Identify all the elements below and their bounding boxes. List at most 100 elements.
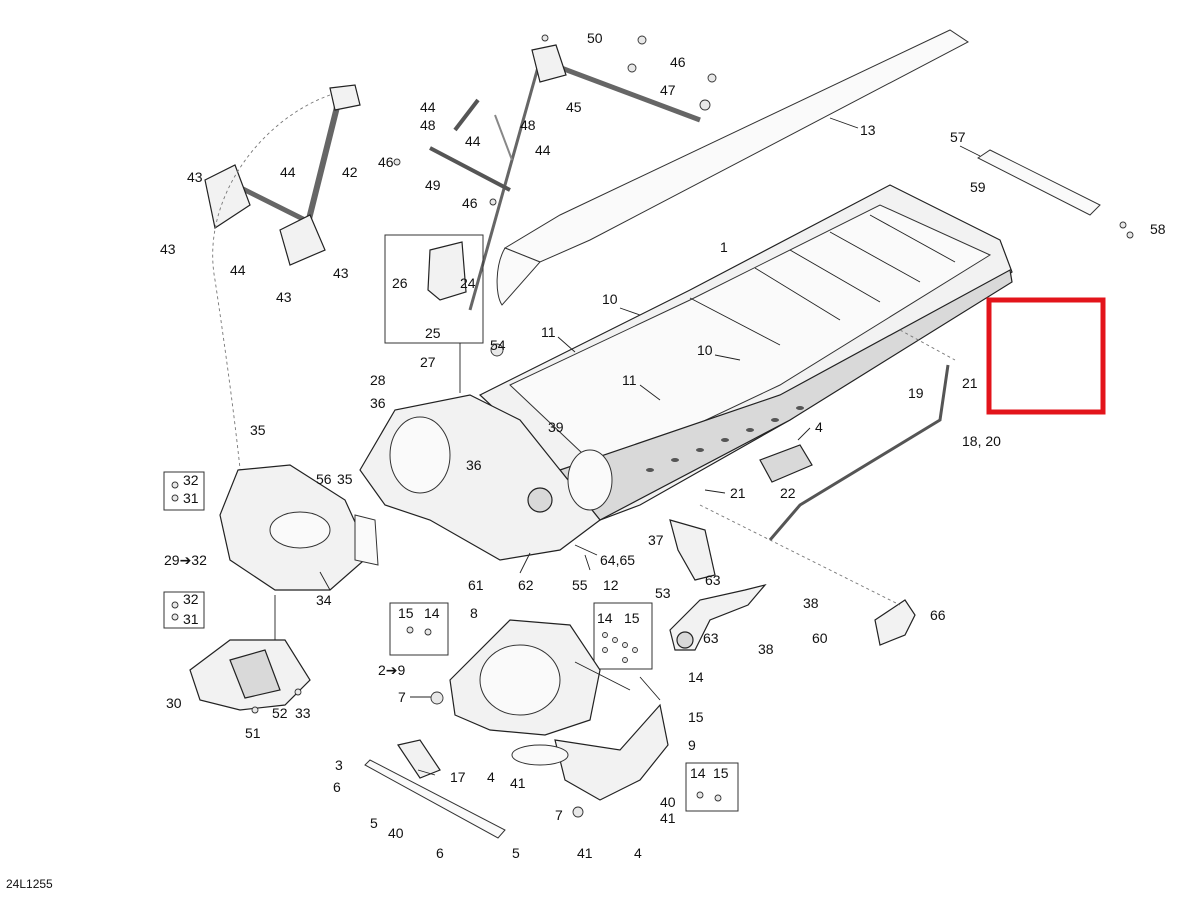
callout: 51 (245, 725, 261, 741)
upper-tube-assembly (429, 44, 701, 311)
callout: 13 (860, 122, 876, 138)
callout: 15 (688, 709, 704, 725)
callout: 14 (597, 610, 613, 626)
detail-box-14-15-center (593, 602, 653, 670)
callout: 19 (908, 385, 924, 401)
callout: 30 (166, 695, 182, 711)
callout: 5 (512, 845, 520, 861)
callout: 61 (468, 577, 484, 593)
callout: 44 (465, 133, 481, 149)
callout: 60 (812, 630, 828, 646)
fasteners (171, 34, 1134, 818)
callout: 58 (1150, 221, 1166, 237)
callout: 24 (460, 275, 476, 291)
callout: 35 (337, 471, 353, 487)
callout: 6 (333, 779, 341, 795)
detail-box-31-32-upper (163, 471, 205, 511)
callout: 44 (280, 164, 296, 180)
callout: 31 (183, 490, 199, 506)
callout: 41 (660, 810, 676, 826)
callout: 46 (378, 154, 394, 170)
callout: 57 (950, 129, 966, 145)
callout: 66 (930, 607, 946, 623)
callout: 53 (655, 585, 671, 601)
callout: 22 (780, 485, 796, 501)
callout: 14 (688, 669, 704, 685)
callout: 48 (520, 117, 536, 133)
callout: 54 (490, 337, 506, 353)
callout: 43 (160, 241, 176, 257)
detail-box-14-15-left (389, 602, 449, 656)
callout: 36 (370, 395, 386, 411)
callout: 10 (602, 291, 618, 307)
callout: 11 (541, 324, 556, 340)
footrest-bracket (759, 444, 813, 483)
callout: 44 (230, 262, 246, 278)
callout: 5 (370, 815, 378, 831)
callout: 33 (295, 705, 311, 721)
callout: 36 (466, 457, 482, 473)
tube-18-20 (699, 329, 956, 606)
callout: 41 (510, 775, 526, 791)
callout: 35 (250, 422, 266, 438)
diagram-code: 24L1255 (6, 877, 53, 891)
callout: 63 (703, 630, 719, 646)
callout: 63 (705, 572, 721, 588)
callout: 44 (420, 99, 436, 115)
callout: 52 (272, 705, 288, 721)
callout: 45 (566, 99, 582, 115)
callout: 3 (335, 757, 343, 773)
callout: 4 (634, 845, 642, 861)
callout: 46 (462, 195, 478, 211)
callout: 38 (803, 595, 819, 611)
callout: 64,65 (600, 552, 635, 568)
callout: 15 (624, 610, 640, 626)
callout: 8 (470, 605, 478, 621)
callout: 12 (603, 577, 619, 593)
callout: 18, 20 (962, 433, 1001, 449)
callout: 42 (342, 164, 358, 180)
callout: 17 (450, 769, 466, 785)
rear-lower-cradle (449, 619, 669, 801)
callout: 62 (518, 577, 534, 593)
detail-box-24-26 (384, 234, 484, 393)
callout: 21 (730, 485, 746, 501)
callout: 9 (688, 737, 696, 753)
callout: 26 (392, 275, 408, 291)
steering-column-assembly (204, 84, 361, 521)
callout: 4 (815, 419, 823, 435)
main-chassis-frame (359, 184, 1013, 561)
callout: 29➔32 (164, 552, 207, 568)
callout: 59 (970, 179, 986, 195)
callout: 14 (690, 765, 706, 781)
callout: 6 (436, 845, 444, 861)
rear-bumper-bar (959, 145, 1101, 216)
tunnel-plate (496, 29, 969, 306)
callout: 55 (572, 577, 588, 593)
callout: 46 (670, 54, 686, 70)
detail-box-14-15-bottom (685, 762, 739, 812)
callout: 38 (758, 641, 774, 657)
callout: 40 (388, 825, 404, 841)
callout-labels: 50 46 47 45 44 48 48 44 44 46 49 46 13 4… (6, 30, 1166, 891)
callout: 28 (370, 372, 386, 388)
callout: 40 (660, 794, 676, 810)
callout: 47 (660, 82, 676, 98)
callout: 7 (555, 807, 563, 823)
callout: 34 (316, 592, 332, 608)
detail-box-31-32-lower (163, 591, 205, 629)
callout: 32 (183, 591, 199, 607)
callout: 32 (183, 472, 199, 488)
highlight-box (986, 297, 1106, 415)
front-nose-assembly (219, 464, 379, 591)
callout: 15 (398, 605, 414, 621)
callout: 49 (425, 177, 441, 193)
callout: 27 (420, 354, 436, 370)
front-lower-bracket (189, 595, 311, 711)
callout: 31 (183, 611, 199, 627)
callout: 39 (548, 419, 564, 435)
callout: 43 (187, 169, 203, 185)
callout: 25 (425, 325, 441, 341)
callout: 14 (424, 605, 440, 621)
callout: 2➔9 (378, 662, 406, 678)
